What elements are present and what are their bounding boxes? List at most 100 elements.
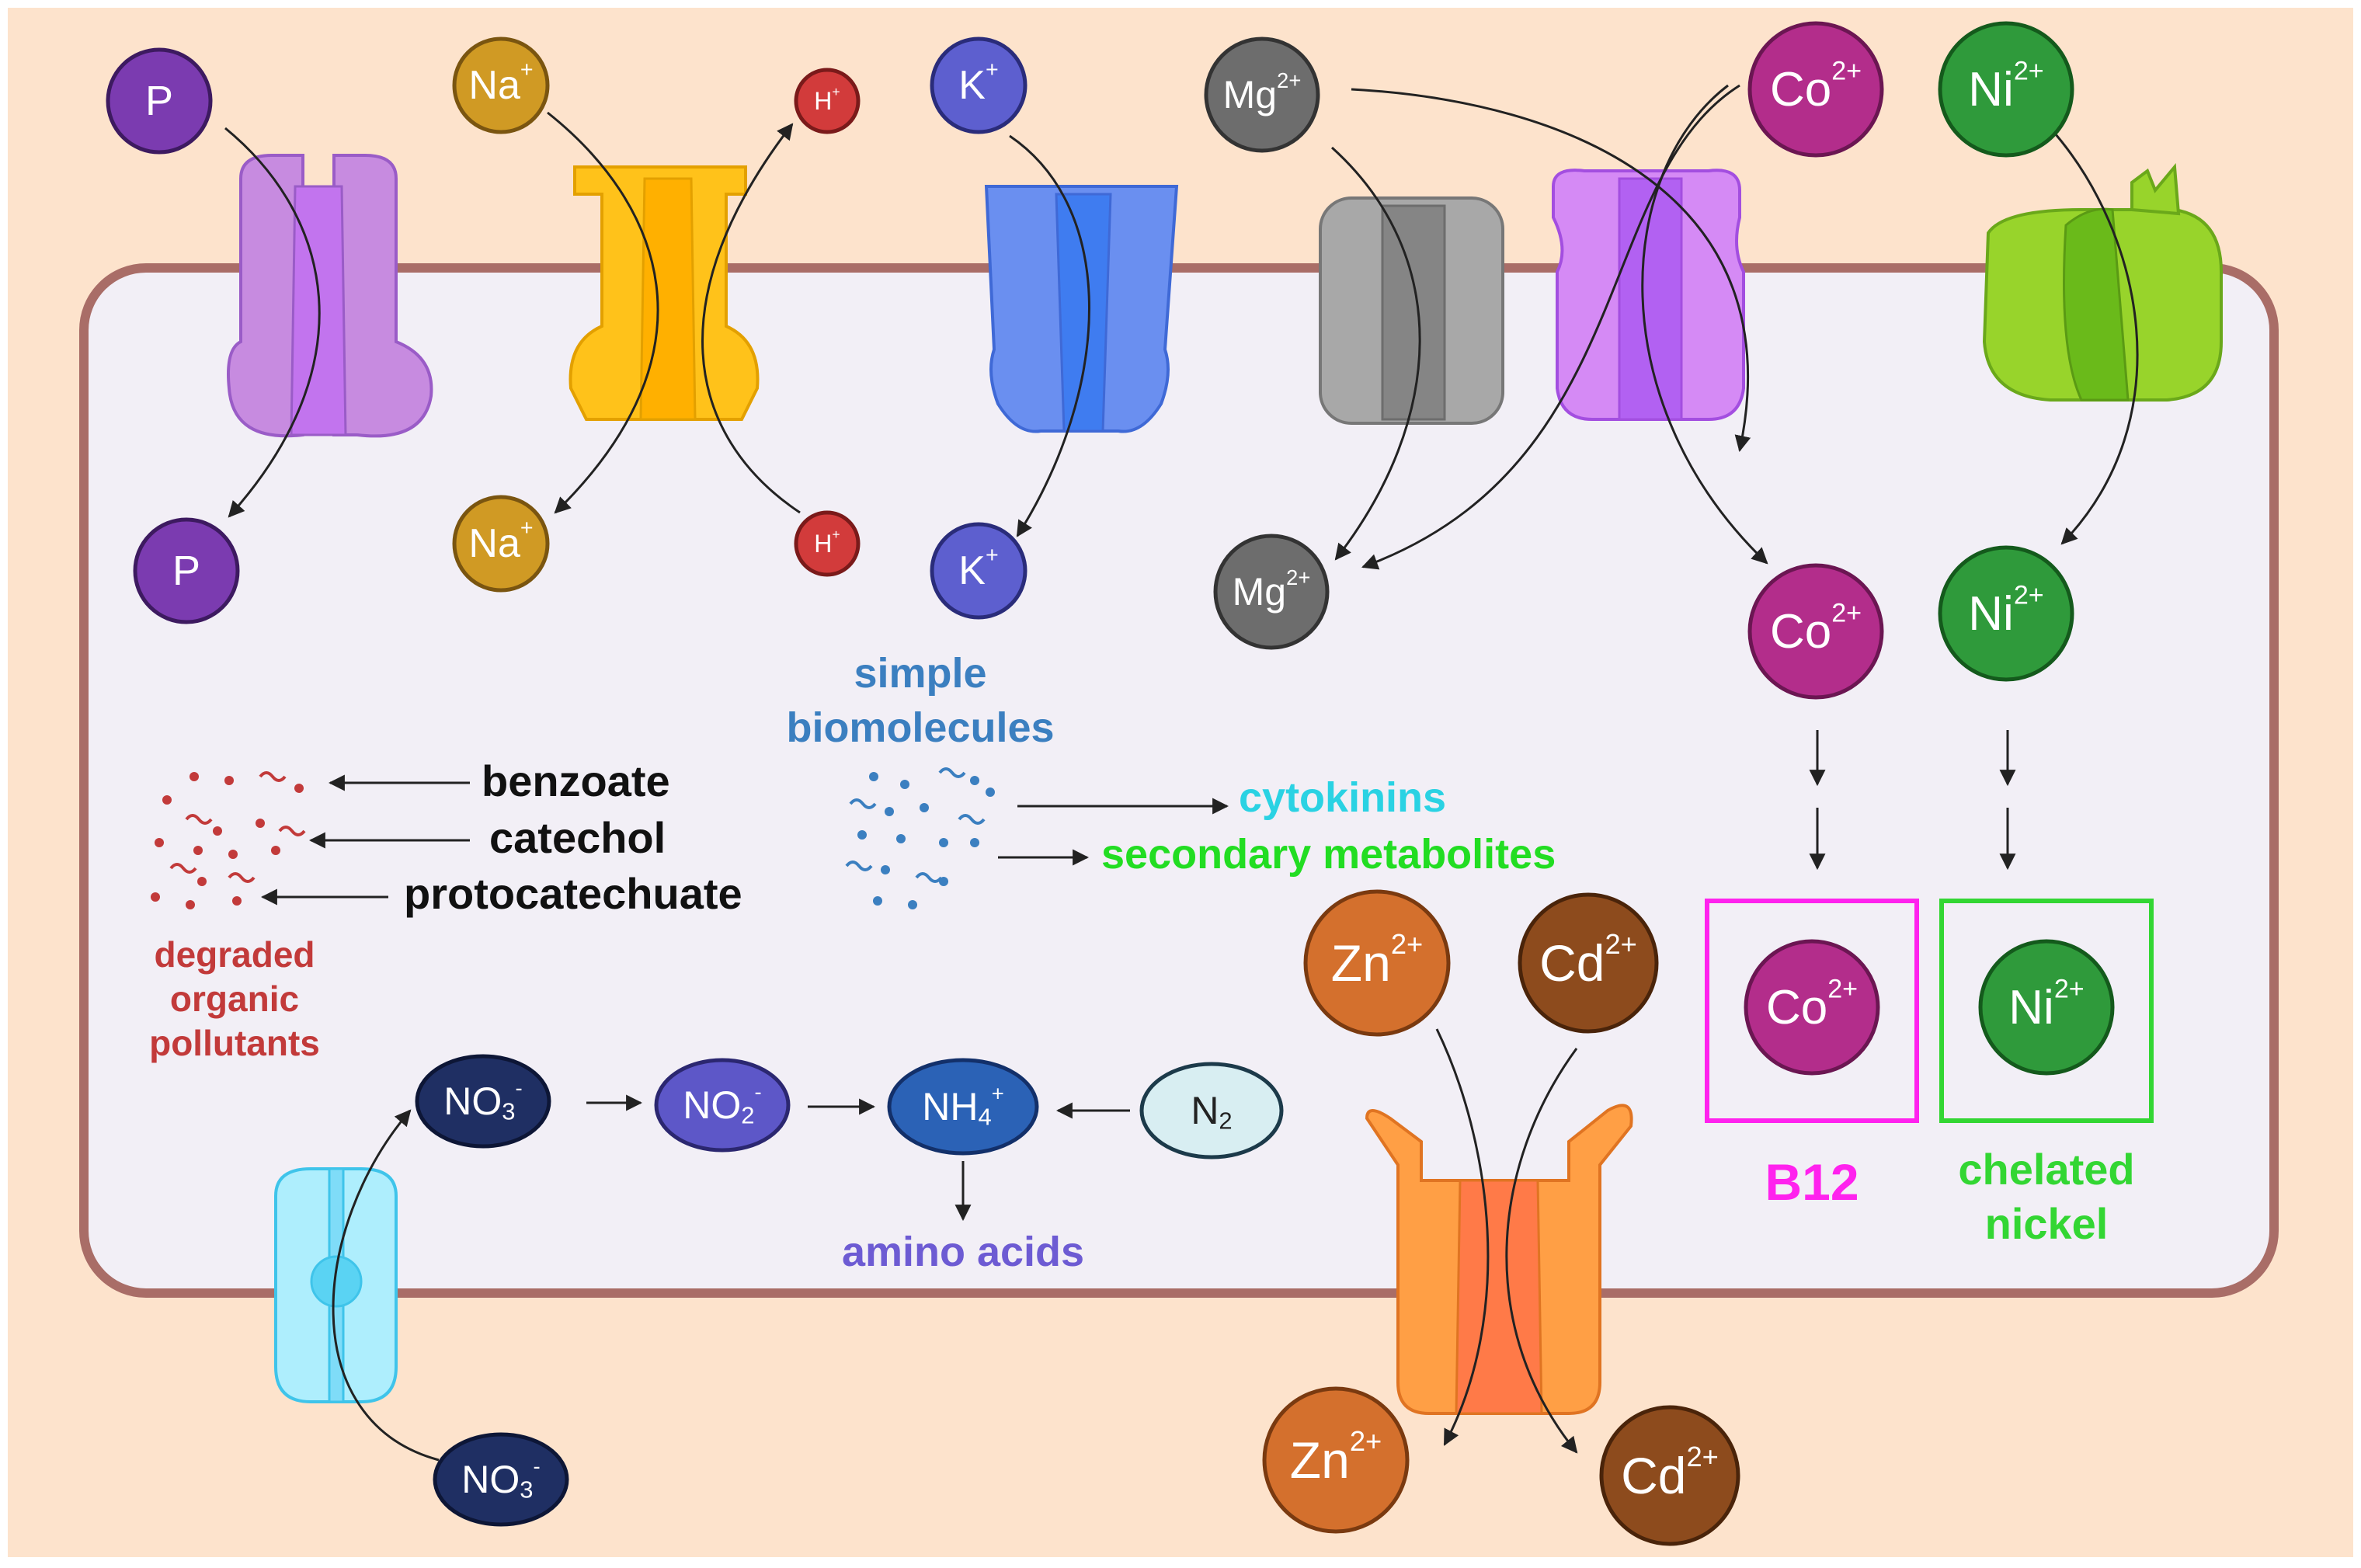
particle (155, 838, 164, 847)
nickel-ion-inside-formula: Ni2+ (1968, 580, 2043, 640)
magnesium-ion-outside-shape (1204, 37, 1320, 153)
magnesium-ion-inside-formula: Mg2+ (1233, 565, 1311, 614)
particle (908, 900, 917, 909)
proton-outside-shape (794, 68, 861, 134)
nitrite-ion-shape (654, 1058, 791, 1153)
arrow-zinc-efflux (1435, 1028, 1490, 1446)
particle (224, 776, 234, 785)
simple-biomolecules-label-line2: biomolecules (786, 704, 1054, 751)
degraded-pollutants-label-line3: pollutants (149, 1023, 320, 1063)
potassium-ion-inside: K+ (930, 522, 1028, 620)
particle (900, 780, 909, 789)
b12-box (1705, 899, 1919, 1123)
simple-biomolecules-label-line1: simple (854, 650, 986, 697)
sodium-ion-inside-formula: Na+ (468, 516, 533, 566)
sodium-ion-inside-shape (452, 495, 550, 593)
magnesium-ion-inside-shape (1213, 534, 1330, 650)
nickel-transporter (1982, 162, 2223, 402)
nitrite-ion: NO2- (654, 1058, 791, 1153)
nickel-ion-outside-shape (1938, 21, 2074, 158)
potassium-ion-inside-formula: K+ (958, 543, 998, 593)
particle (228, 850, 238, 859)
particle (869, 772, 878, 781)
particle (256, 819, 265, 828)
sodium-ion-inside: Na+ (452, 495, 550, 593)
sodium-ion-outside-shape (452, 37, 550, 134)
proton-outside: H+ (794, 68, 861, 134)
phosphate-ion-inside-formula: P (172, 548, 200, 594)
particle (213, 826, 222, 836)
zinc-ion-outside: Zn2+ (1262, 1386, 1410, 1534)
cobalt-ion-outside-shape (1747, 21, 1884, 158)
cobalt-ion-outside: Co2+ (1747, 21, 1884, 158)
arrow-cobalt-import-2 (1361, 84, 1740, 570)
nickel-ion-chelated-formula: Ni2+ (2008, 974, 2084, 1034)
ammonium-ion: NH4+ (887, 1058, 1039, 1156)
arrow-nitrate-import (332, 1109, 440, 1462)
particle (970, 838, 979, 847)
particle (193, 846, 203, 855)
degraded-pollutant-particles (151, 771, 306, 909)
particle (228, 872, 256, 883)
particle (939, 838, 948, 847)
nitrate-transporter (274, 1167, 398, 1403)
cadmium-ion-inside: Cd2+ (1518, 892, 1659, 1034)
arrow-potassium-import (1009, 134, 1090, 537)
particle (881, 865, 890, 874)
nitrate-transporter-pore (310, 1255, 363, 1308)
particle (185, 814, 213, 825)
arrow-cobalt-import-1 (1641, 84, 1768, 565)
nickel-ion-chelated: Ni2+ (1978, 939, 2115, 1076)
nitrate-ion-outside: NO3- (433, 1432, 569, 1527)
b12-label: B12 (1765, 1153, 1859, 1211)
particle (278, 826, 306, 836)
particle (970, 776, 979, 785)
cobalt-ion-b12: Co2+ (1744, 939, 1880, 1076)
potassium-ion-inside-shape (930, 522, 1028, 620)
nitrogen-gas-shape (1139, 1062, 1284, 1159)
nitrate-ion-outside-shape (433, 1432, 569, 1527)
particle (186, 900, 195, 909)
particle (169, 863, 197, 874)
nickel-ion-outside: Ni2+ (1938, 21, 2074, 158)
nitrate-ion-outside-formula: NO3- (461, 1454, 540, 1503)
arrow-phosphate-import (224, 127, 321, 518)
particle (232, 896, 242, 906)
particle (915, 872, 943, 883)
particle (271, 846, 280, 855)
cobalt-channel (1552, 169, 1745, 421)
arrow-magnesium-import-1 (1330, 146, 1421, 561)
potassium-channel (984, 185, 1179, 433)
chelated-nickel-box (1939, 899, 2154, 1123)
cobalt-ion-inside-shape (1747, 563, 1884, 700)
sodium-proton-antiporter (569, 165, 760, 421)
arrow-nickel-import (2049, 127, 2139, 545)
particle (873, 896, 882, 906)
nitrogen-gas-formula: N2 (1191, 1089, 1232, 1134)
arrow-sodium-import (547, 111, 659, 514)
cobalt-ion-inside: Co2+ (1747, 563, 1884, 700)
zinc-ion-inside-shape (1303, 889, 1451, 1037)
sodium-ion-outside: Na+ (452, 37, 550, 134)
cobalt-ion-b12-formula: Co2+ (1766, 974, 1858, 1034)
magnesium-ion-outside-formula: Mg2+ (1223, 68, 1302, 117)
magnesium-ion-outside: Mg2+ (1204, 37, 1320, 153)
cobalt-ion-outside-formula: Co2+ (1770, 56, 1862, 116)
potassium-ion-outside: K+ (930, 37, 1028, 134)
cell-membrane (79, 263, 2279, 1298)
nitrogen-gas: N2 (1139, 1062, 1284, 1159)
zinc-ion-outside-formula: Zn2+ (1290, 1424, 1382, 1489)
nickel-ion-inside-shape (1938, 545, 2074, 682)
particle (294, 784, 304, 793)
particle (986, 787, 995, 797)
particle (857, 830, 867, 840)
sodium-ion-outside-formula: Na+ (468, 57, 533, 108)
particle (920, 803, 929, 812)
particle (259, 771, 287, 782)
arrow-magnesium-import-2 (1351, 88, 1751, 453)
phosphate-ion-inside-shape (133, 517, 240, 624)
proton-inside-formula: H+ (814, 527, 840, 558)
potassium-ion-outside-shape (930, 37, 1028, 134)
secondary-metabolites-label: secondary metabolites (1101, 831, 1556, 878)
